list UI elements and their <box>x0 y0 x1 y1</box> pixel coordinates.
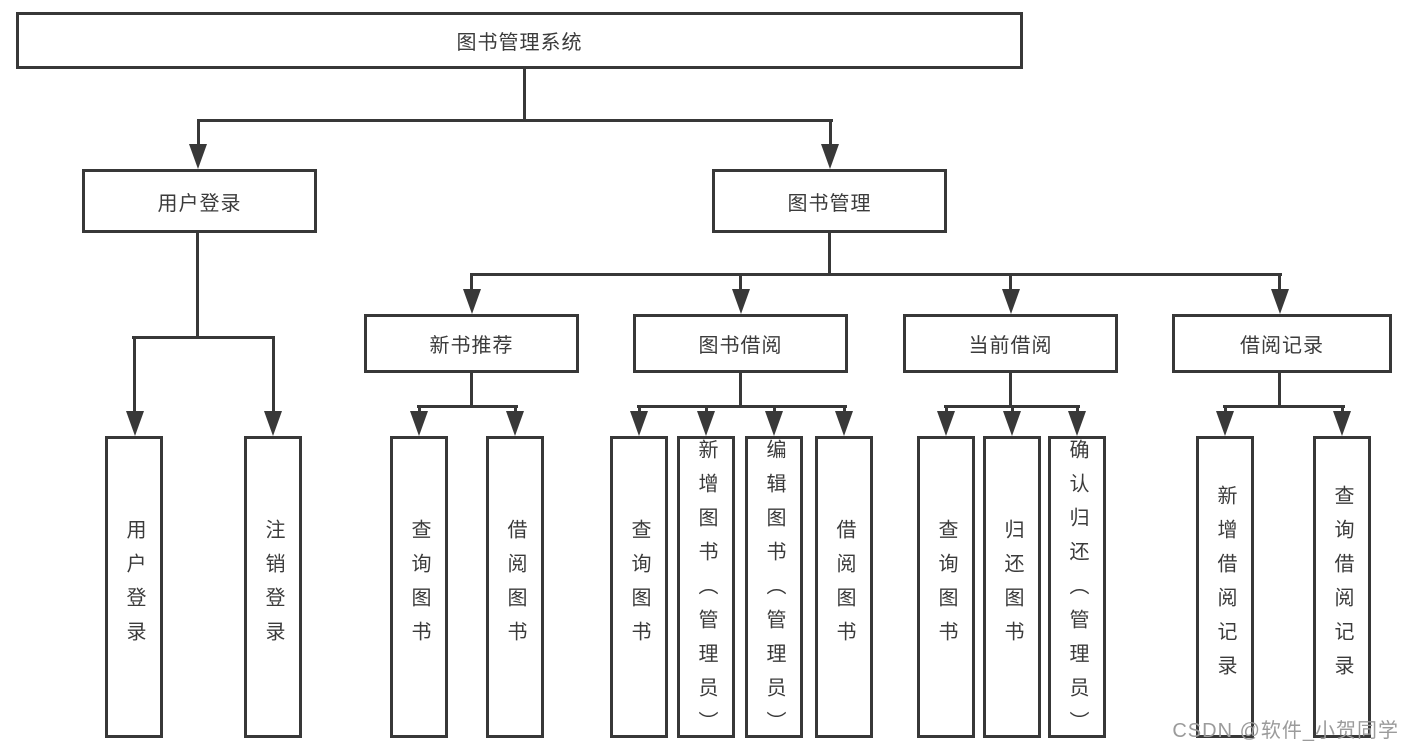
connector-line <box>133 336 136 413</box>
connector-arrow <box>1068 411 1086 436</box>
connector-arrow <box>1003 411 1021 436</box>
connector-arrow <box>821 144 839 169</box>
connector-line <box>470 273 1282 276</box>
node-new-book-recommend-label: 新书推荐 <box>429 335 514 357</box>
connector-line <box>638 405 641 413</box>
leaf-recommend-query-books-label: 查询图书 <box>408 519 430 655</box>
connector-arrow <box>835 411 853 436</box>
leaf-records-query-record-label: 查询借阅记录 <box>1331 485 1353 689</box>
connector-line <box>705 405 708 413</box>
connector-arrow <box>697 411 715 436</box>
leaf-user-login: 用户登录 <box>105 436 163 738</box>
leaf-borrow-add-books-admin-label: 新增图书（管理员） <box>695 439 717 745</box>
connector-arrow <box>1216 411 1234 436</box>
leaf-recommend-borrow-books-label: 借阅图书 <box>504 519 526 655</box>
node-book-management-label: 图书管理 <box>787 192 872 215</box>
leaf-recommend-query-books: 查询图书 <box>390 436 448 738</box>
node-user-login-label: 用户登录 <box>157 192 242 215</box>
connector-line <box>1011 405 1014 413</box>
leaf-borrow-borrow-books-label: 借阅图书 <box>833 519 855 655</box>
connector-line <box>637 405 847 408</box>
node-current-borrow: 当前借阅 <box>903 314 1118 373</box>
leaf-current-query-books-label: 查询图书 <box>935 519 957 655</box>
node-new-book-recommend: 新书推荐 <box>364 314 579 373</box>
connector-line <box>1224 405 1227 413</box>
connector-line <box>1223 405 1345 408</box>
connector-line <box>773 405 776 413</box>
connector-line <box>196 233 199 339</box>
connector-line <box>470 273 473 289</box>
leaf-borrow-borrow-books: 借阅图书 <box>815 436 873 738</box>
leaf-borrow-edit-books-admin: 编辑图书（管理员） <box>745 436 803 745</box>
leaf-logout: 注销登录 <box>244 436 302 738</box>
connector-line <box>829 119 832 147</box>
connector-arrow <box>765 411 783 436</box>
node-book-borrow-label: 图书借阅 <box>698 335 783 357</box>
leaf-current-query-books: 查询图书 <box>917 436 975 738</box>
leaf-records-query-record: 查询借阅记录 <box>1313 436 1371 738</box>
leaf-current-return-books: 归还图书 <box>983 436 1041 738</box>
leaf-records-add-record-label: 新增借阅记录 <box>1214 485 1236 689</box>
connector-arrow <box>264 411 282 436</box>
connector-arrow <box>1271 289 1289 314</box>
connector-line <box>945 405 948 413</box>
leaf-borrow-query-books: 查询图书 <box>610 436 668 738</box>
connector-line <box>828 233 831 276</box>
node-borrow-records-label: 借阅记录 <box>1240 335 1324 357</box>
leaf-current-return-books-label: 归还图书 <box>1001 519 1023 655</box>
connector-line <box>418 405 421 413</box>
node-book-management: 图书管理 <box>712 169 947 233</box>
connector-line <box>739 273 742 289</box>
connector-line <box>843 405 846 413</box>
connector-line <box>523 69 526 122</box>
connector-line <box>417 405 518 408</box>
connector-arrow <box>463 289 481 314</box>
connector-line <box>1341 405 1344 413</box>
connector-line <box>470 373 473 408</box>
connector-line <box>197 119 200 147</box>
connector-line <box>272 336 275 413</box>
leaf-borrow-add-books-admin: 新增图书（管理员） <box>677 436 735 745</box>
connector-arrow <box>126 411 144 436</box>
leaf-current-confirm-return-admin-label: 确认归还（管理员） <box>1066 439 1088 745</box>
connector-arrow <box>732 289 750 314</box>
watermark-text: CSDN @软件_小贺同学 <box>1172 720 1399 742</box>
leaf-recommend-borrow-books: 借阅图书 <box>486 436 544 738</box>
node-book-borrow: 图书借阅 <box>633 314 848 373</box>
leaf-user-login-label: 用户登录 <box>123 519 145 655</box>
connector-arrow <box>1002 289 1020 314</box>
connector-line <box>1278 273 1281 289</box>
connector-arrow <box>506 411 524 436</box>
connector-line <box>739 373 742 408</box>
connector-line <box>132 336 275 339</box>
leaf-logout-label: 注销登录 <box>262 519 284 655</box>
connector-arrow <box>630 411 648 436</box>
connector-arrow <box>189 144 207 169</box>
connector-line <box>514 405 517 413</box>
connector-arrow <box>1333 411 1351 436</box>
connector-line <box>1009 273 1012 289</box>
node-root: 图书管理系统 <box>16 12 1023 69</box>
connector-line <box>1009 373 1012 408</box>
node-borrow-records: 借阅记录 <box>1172 314 1392 373</box>
node-root-label: 图书管理系统 <box>456 32 583 54</box>
leaf-borrow-query-books-label: 查询图书 <box>628 519 650 655</box>
leaf-borrow-edit-books-admin-label: 编辑图书（管理员） <box>763 439 785 745</box>
node-current-borrow-label: 当前借阅 <box>968 335 1053 357</box>
connector-line <box>1278 373 1281 408</box>
connector-arrow <box>410 411 428 436</box>
connector-line <box>197 119 833 122</box>
connector-line <box>1076 405 1079 413</box>
leaf-records-add-record: 新增借阅记录 <box>1196 436 1254 738</box>
leaf-current-confirm-return-admin: 确认归还（管理员） <box>1048 436 1106 745</box>
node-user-login: 用户登录 <box>82 169 317 233</box>
connector-arrow <box>937 411 955 436</box>
